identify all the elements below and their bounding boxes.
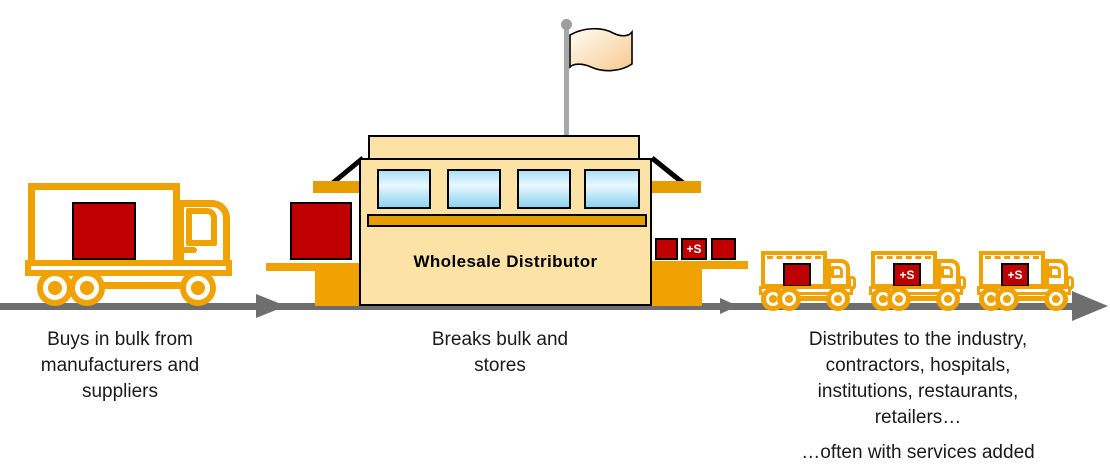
timeline-line xyxy=(0,303,1092,310)
truck-wheel xyxy=(69,270,105,306)
truck-cab-window xyxy=(1049,266,1061,278)
flag-icon xyxy=(569,27,633,72)
building-parapet xyxy=(368,135,640,161)
truck-axle xyxy=(100,282,190,289)
caption-line: institutions, restaurants, xyxy=(817,381,1019,402)
outgoing-crate xyxy=(711,238,736,260)
building-title: Wholesale Distributor xyxy=(413,252,598,271)
caption-breaks-bulk: Breaks bulk and stores xyxy=(390,327,610,379)
flag-pole xyxy=(564,24,569,158)
delivery-truck-icon xyxy=(759,248,856,312)
truck-axle xyxy=(901,296,943,301)
outgoing-crate-services: +S xyxy=(681,238,707,260)
building-sill-bar xyxy=(367,214,647,227)
outgoing-crate xyxy=(655,238,678,260)
delivery-truck-services-icon: +S xyxy=(977,248,1074,312)
truck-wheel xyxy=(887,287,911,311)
large-truck-icon xyxy=(25,183,235,308)
delivery-box-services: +S xyxy=(1001,263,1029,287)
arrowhead-icon xyxy=(1072,291,1108,321)
caption-distributes: Distributes to the industry, contractors… xyxy=(768,327,1068,431)
truck-wheel xyxy=(936,287,960,311)
incoming-bulk-box xyxy=(290,202,352,260)
right-dock-base xyxy=(652,268,702,306)
delivery-box-services: +S xyxy=(893,263,921,287)
truck-chassis xyxy=(759,286,853,295)
caption-line: retailers… xyxy=(874,407,962,428)
truck-wheel xyxy=(180,270,216,306)
truck-wheel xyxy=(995,287,1019,311)
truck-cab-window xyxy=(186,208,217,246)
caption-line: suppliers xyxy=(81,381,159,402)
caption-line: Buys in bulk from xyxy=(47,329,193,350)
caption-line: Breaks bulk and xyxy=(431,329,569,350)
truck-door-handle xyxy=(182,247,197,253)
caption-line: Distributes to the industry, xyxy=(808,329,1028,350)
truck-axle xyxy=(1009,296,1051,301)
truck-cargo-dashed-line xyxy=(985,256,1039,259)
right-dock-platform xyxy=(652,261,748,269)
truck-cab-window xyxy=(941,266,953,278)
building-window xyxy=(517,169,571,209)
truck-cargo-dashed-line xyxy=(767,256,821,259)
building-window xyxy=(584,169,640,209)
delivery-box xyxy=(783,263,811,287)
left-awning-bar xyxy=(313,181,360,193)
building-window xyxy=(447,169,501,209)
caption-line: contractors, hospitals, xyxy=(825,355,1011,376)
caption-line: manufacturers and xyxy=(40,355,200,376)
flag-pole-cap xyxy=(561,19,572,30)
delivery-truck-services-icon: +S xyxy=(869,248,966,312)
truck-chassis xyxy=(869,286,963,295)
caption-buys-in-bulk: Buys in bulk from manufacturers and supp… xyxy=(10,327,230,405)
truck-cargo-dashed-line xyxy=(877,256,931,259)
caption-services-added: …often with services added xyxy=(801,442,1035,463)
truck-wheel xyxy=(1044,287,1068,311)
warehouse-building: Wholesale Distributor xyxy=(359,158,652,306)
truck-cab-window xyxy=(831,266,843,278)
truck-chassis xyxy=(977,286,1071,295)
arrowhead-icon xyxy=(720,298,738,314)
truck-wheel xyxy=(826,287,850,311)
left-dock-platform xyxy=(266,263,360,271)
building-window xyxy=(377,169,431,209)
right-awning-bar xyxy=(651,181,701,193)
caption-line: stores xyxy=(474,355,526,376)
truck-wheel xyxy=(37,270,73,306)
truck-axle xyxy=(791,296,833,301)
left-dock-base xyxy=(315,270,360,306)
arrowhead-icon xyxy=(256,294,286,318)
truck-wheel xyxy=(777,287,801,311)
bulk-goods-box xyxy=(72,202,136,260)
